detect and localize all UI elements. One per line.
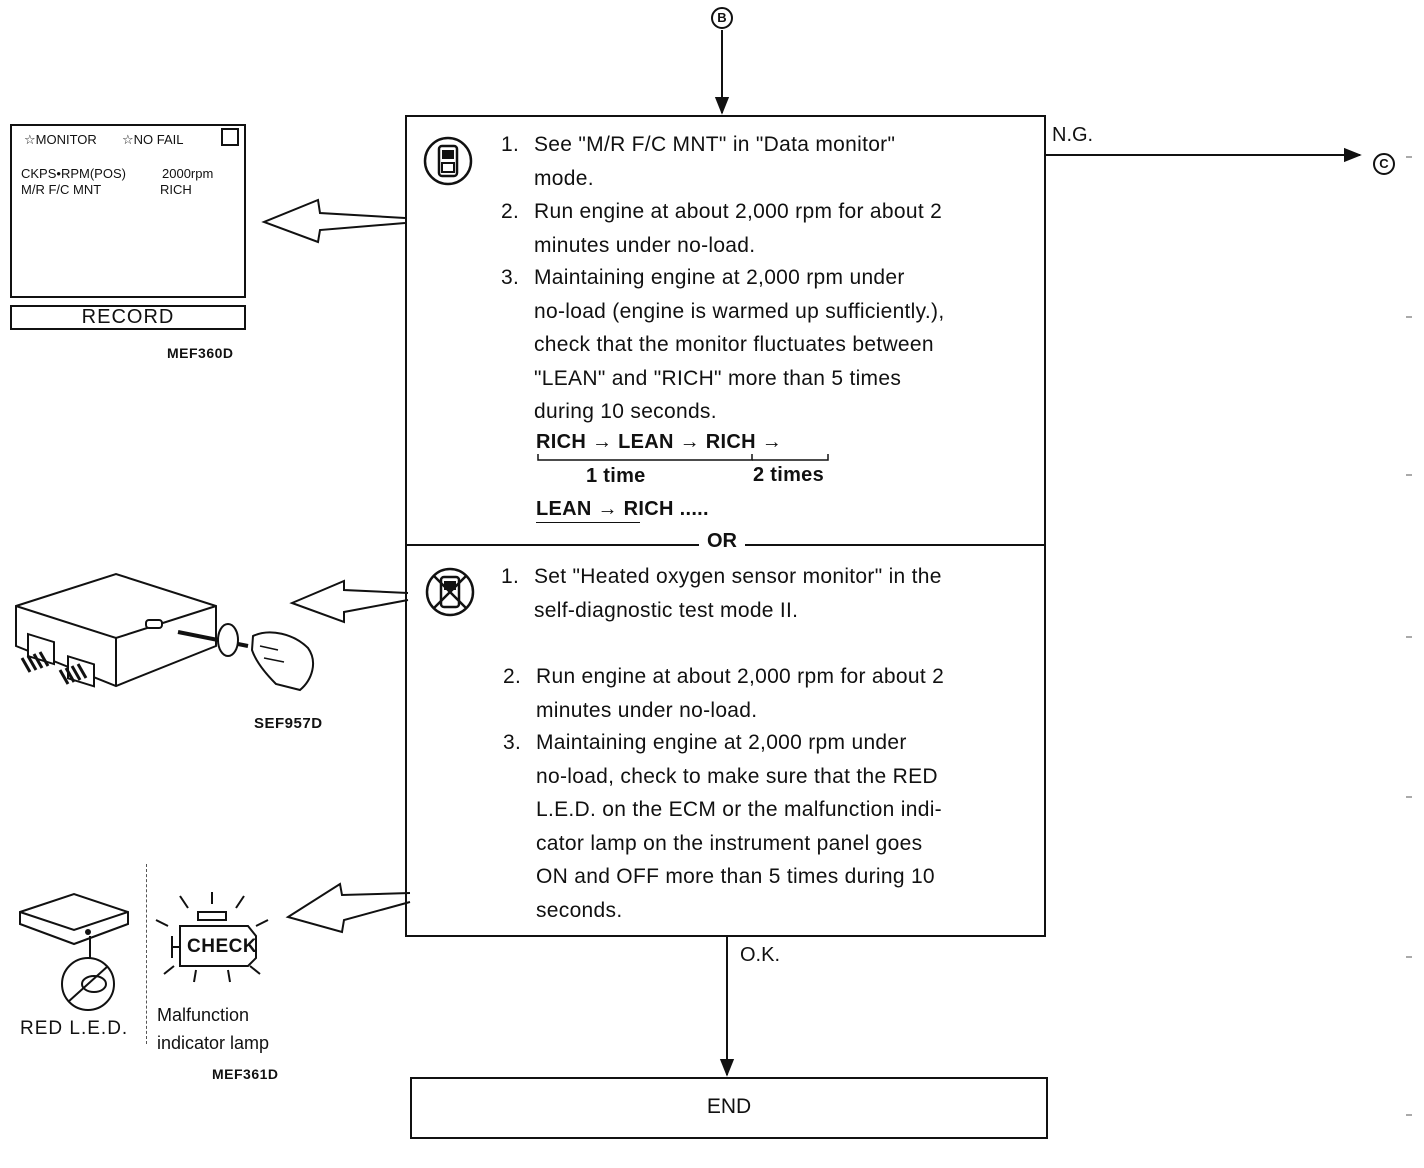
mil-label-line2: indicator lamp	[157, 1033, 270, 1053]
illustration-divider	[146, 864, 147, 1044]
sequence-label-1-time: 1 time	[586, 465, 646, 487]
step-line: cator lamp on the instrument panel goes	[536, 831, 923, 855]
monitor-row-value: 2000rpm	[162, 166, 214, 181]
monitor-header-right: ☆NO FAIL	[122, 132, 184, 147]
monitor-row-value: RICH	[160, 182, 192, 197]
consult-tester-icon	[423, 136, 473, 186]
end-box: END	[410, 1077, 1048, 1139]
mil-label-line1: Malfunction	[157, 1005, 250, 1025]
ecm-pointer-arrow	[289, 579, 409, 624]
or-label: OR	[699, 530, 745, 553]
sequence-label-2-times: 2 times	[753, 464, 825, 486]
step-line: Run engine at about 2,000 rpm for about …	[536, 665, 945, 688]
figure-ref-mef360d: MEF360D	[167, 345, 234, 361]
monitor-row-name: M/R F/C MNT	[21, 182, 102, 197]
record-button[interactable]: RECORD	[10, 305, 246, 330]
step-line: minutes under no-load.	[536, 698, 758, 722]
ng-label: N.G.	[1052, 124, 1094, 146]
step-line: self-diagnostic test mode II.	[534, 598, 799, 622]
step-line: L.E.D. on the ECM or the malfunction ind…	[536, 798, 942, 821]
step-line: no-load, check to make sure that the RED	[536, 764, 938, 788]
ecm-screwdriver-illustration	[15, 572, 315, 692]
step-line: ON and OFF more than 5 times during 10	[536, 865, 935, 888]
step-line: seconds.	[536, 898, 623, 922]
step-line: minutes under no-load.	[534, 233, 756, 257]
step-line: during 10 seconds.	[534, 400, 717, 423]
no-tool-icon	[425, 567, 475, 617]
monitor-pointer-arrow	[261, 198, 406, 244]
step-line: mode.	[534, 166, 594, 190]
red-led-label: RED L.E.D.	[20, 1018, 129, 1039]
step-line: Maintaining engine at 2,000 rpm under	[534, 266, 905, 289]
indicator-pointer-arrow	[285, 882, 411, 934]
monitor-row-name: CKPS•RPM(POS)	[21, 166, 126, 181]
procedure-box: 1. See "M/R F/C MNT" in "Data monitor" m…	[405, 115, 1046, 937]
rich-lean-sequence-1: RICH → LEAN → RICH →	[536, 431, 782, 453]
figure-ref-mef361d: MEF361D	[212, 1066, 279, 1082]
check-engine-lamp-icon	[155, 892, 269, 983]
sequence-underline	[536, 522, 640, 523]
monitor-header-left: ☆MONITOR	[24, 132, 97, 147]
step-line: check that the monitor fluctuates betwee…	[534, 333, 934, 356]
check-engine-text: CHECK	[187, 936, 258, 957]
connector-b: B	[711, 7, 733, 29]
step-line: Set "Heated oxygen sensor monitor" in th…	[534, 565, 942, 588]
step-line: See "M/R F/C MNT" in "Data monitor"	[534, 133, 896, 156]
connector-c: C	[1373, 153, 1395, 175]
sequence-brackets	[537, 454, 829, 461]
step-line: no-load (engine is warmed up sufficientl…	[534, 299, 945, 323]
rich-lean-sequence-2: LEAN → RICH .....	[536, 498, 709, 520]
step-line: Run engine at about 2,000 rpm for about …	[534, 200, 943, 223]
consult-monitor-screen: ☆MONITOR ☆NO FAIL CKPS•RPM(POS) 2000rpm …	[10, 124, 246, 298]
ok-label: O.K.	[740, 944, 781, 966]
red-led-illustration	[19, 892, 129, 1011]
figure-ref-sef957d: SEF957D	[254, 715, 323, 732]
step-line: Maintaining engine at 2,000 rpm under	[536, 731, 907, 754]
monitor-checkbox	[221, 128, 239, 146]
step-line: "LEAN" and "RICH" more than 5 times	[534, 366, 902, 390]
